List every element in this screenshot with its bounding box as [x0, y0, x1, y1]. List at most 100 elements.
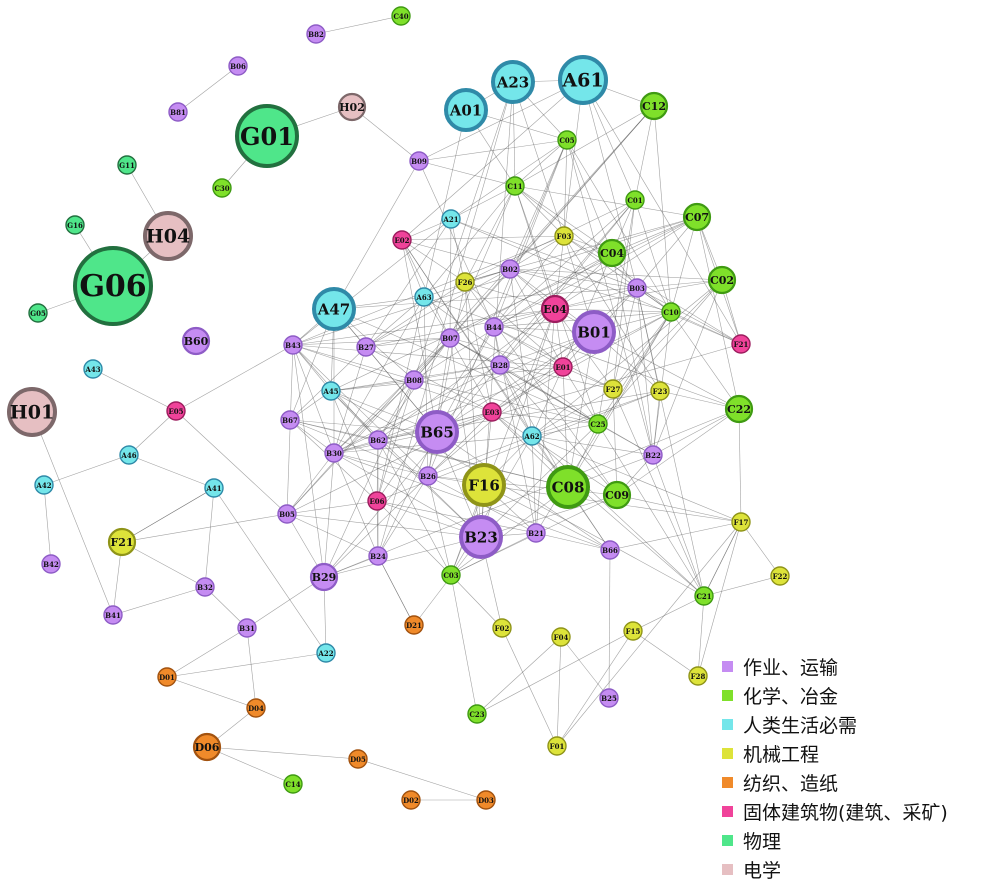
node-h02: H02 — [337, 92, 367, 122]
network-edge — [246, 627, 257, 709]
network-edge — [509, 139, 568, 270]
node-circle — [316, 643, 336, 663]
node-label: B07 — [442, 334, 458, 343]
network-edge — [493, 326, 564, 368]
node-c40: C40 — [391, 6, 411, 26]
node-circle — [682, 202, 712, 232]
network-edge — [556, 521, 742, 747]
node-b23: B23 — [459, 515, 503, 559]
node-f15: F15 — [623, 621, 643, 641]
node-label: A21 — [442, 215, 458, 224]
network-edge — [43, 484, 52, 565]
node-circle — [157, 667, 177, 687]
network-edge — [427, 435, 533, 477]
network-edge — [493, 326, 614, 390]
network-edge — [333, 296, 425, 454]
network-edge — [401, 239, 425, 298]
node-f26: F26 — [455, 272, 475, 292]
node-label: B01 — [577, 324, 611, 342]
node-circle — [484, 317, 504, 337]
node-a45: A45 — [321, 381, 341, 401]
network-edge — [493, 216, 698, 328]
network-edge — [286, 513, 482, 538]
network-edge — [292, 344, 332, 392]
network-edge — [377, 555, 415, 626]
node-label: D04 — [248, 704, 264, 713]
node-f16: F16 — [462, 463, 506, 507]
network-edge — [449, 337, 493, 413]
network-edge — [531, 388, 614, 437]
node-label: F23 — [653, 387, 668, 396]
network-edge — [560, 636, 610, 699]
node-label: A01 — [449, 102, 483, 120]
network-edge — [413, 81, 514, 381]
node-f21: F21 — [107, 527, 137, 557]
network-edge — [376, 500, 537, 534]
network-edge — [323, 364, 501, 578]
network-edge — [563, 235, 661, 392]
node-a21: A21 — [441, 209, 461, 229]
node-label: C02 — [710, 274, 734, 287]
node-circle — [627, 278, 647, 298]
network-edge — [323, 452, 335, 578]
network-edge — [703, 521, 742, 597]
network-edge — [365, 296, 425, 348]
legend-label: 固体建筑物(建筑、采矿) — [743, 802, 948, 824]
node-a41: A41 — [204, 478, 224, 498]
node-b03: B03 — [627, 278, 647, 298]
network-edge — [612, 199, 636, 390]
node-d02: D02 — [401, 790, 421, 810]
network-edge — [501, 627, 558, 747]
node-label: F28 — [691, 672, 706, 681]
node-circle — [195, 577, 215, 597]
legend-item: 纺织、造纸 — [722, 768, 1000, 797]
network-edge — [612, 388, 705, 597]
node-g16: G16 — [65, 215, 85, 235]
network-edge — [636, 287, 742, 345]
node-circle — [724, 394, 754, 424]
node-label: A43 — [84, 365, 100, 374]
network-edge — [401, 235, 565, 241]
node-f27: F27 — [603, 379, 623, 399]
node-circle — [492, 618, 512, 638]
node-a43: A43 — [83, 359, 103, 379]
node-label: F16 — [468, 477, 500, 495]
node-label: B23 — [464, 529, 498, 547]
network-edge — [512, 81, 565, 237]
network-edge — [608, 549, 611, 699]
network-edge — [464, 185, 516, 283]
network-edge — [333, 337, 451, 454]
node-c07: C07 — [682, 202, 712, 232]
legend-swatch — [722, 690, 733, 701]
node-label: C11 — [507, 182, 522, 191]
node-label: B22 — [645, 451, 661, 460]
node-b30: B30 — [324, 443, 344, 463]
network-edge — [531, 366, 564, 437]
node-c02: C02 — [707, 265, 737, 295]
node-label: B67 — [282, 416, 298, 425]
network-edge — [206, 746, 359, 760]
node-circle — [546, 465, 590, 509]
node-a47: A47 — [312, 287, 356, 331]
network-edge — [377, 379, 415, 441]
node-c04: C04 — [597, 238, 627, 268]
node-circle — [770, 566, 790, 586]
node-f03: F03 — [554, 226, 574, 246]
node-c05: C05 — [557, 130, 577, 150]
network-edge — [499, 364, 569, 488]
network-edge — [292, 344, 415, 381]
node-circle — [391, 6, 411, 26]
node-b67: B67 — [280, 410, 300, 430]
node-b09: B09 — [409, 151, 429, 171]
node-circle — [212, 178, 232, 198]
node-circle — [103, 605, 123, 625]
node-circle — [204, 478, 224, 498]
node-label: B24 — [370, 552, 386, 561]
node-d06: D06 — [192, 732, 222, 762]
network-edge — [652, 390, 661, 456]
network-edge — [333, 346, 367, 454]
network-edge — [491, 311, 672, 413]
legend-item: 电学 — [722, 855, 1000, 884]
node-label: C03 — [443, 571, 458, 580]
